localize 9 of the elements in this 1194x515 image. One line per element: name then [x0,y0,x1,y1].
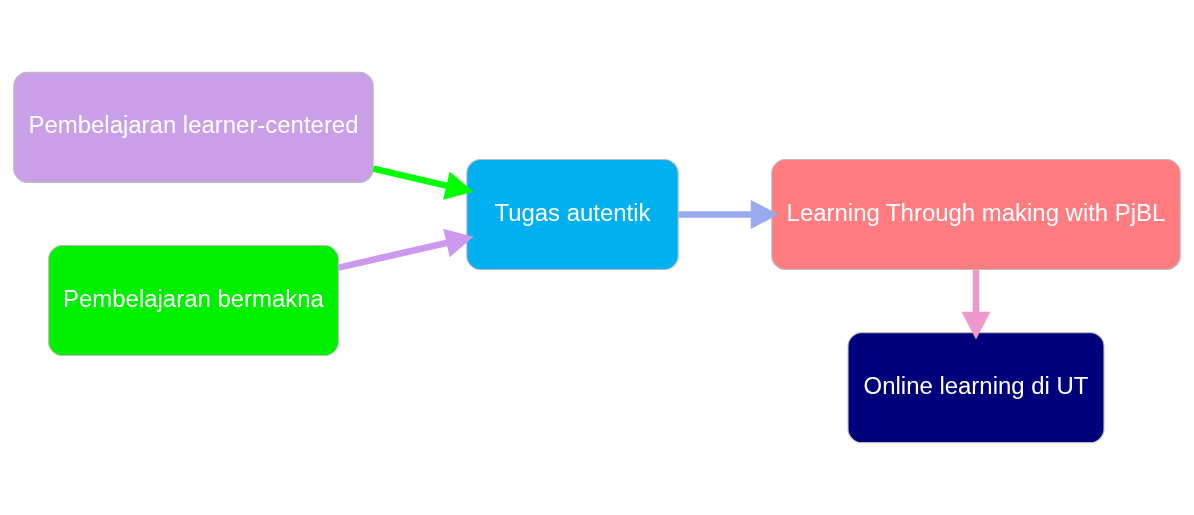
arrow [337,228,474,271]
node-box: Pembelajaran learner-centered [13,71,374,183]
node-box: Learning Through making with PjBL [771,158,1181,271]
node-box: Tugas autentik [466,158,679,271]
node-box: Pembelajaran bermakna [48,244,339,357]
arrow [372,165,474,200]
arrow [678,199,779,230]
arrow [961,269,991,340]
node-box: Online learning di UT [847,332,1105,444]
